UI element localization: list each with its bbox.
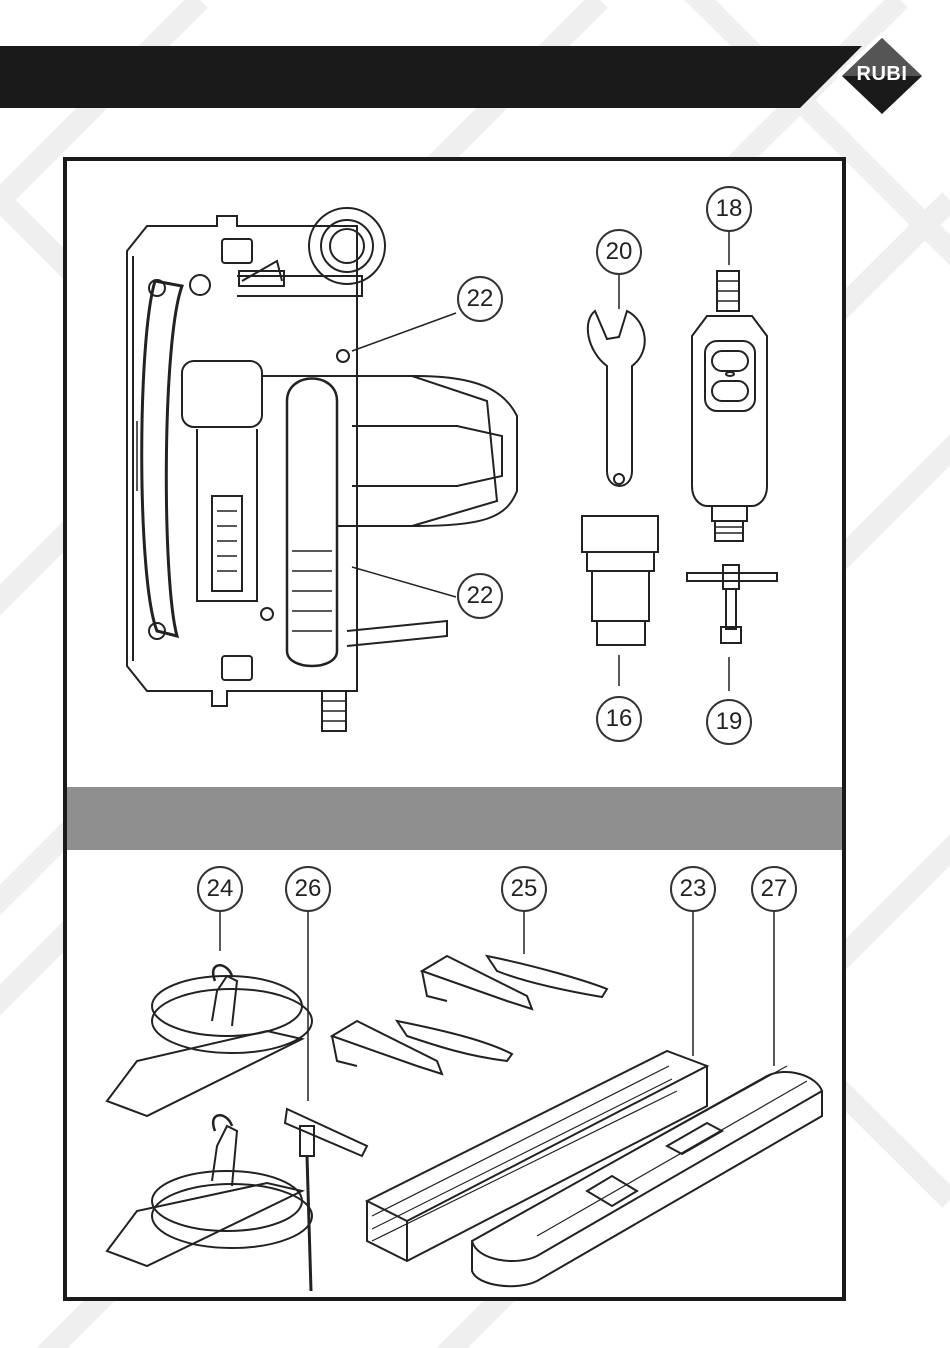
spanner-icon bbox=[588, 311, 645, 486]
suction-cup-icon bbox=[107, 965, 312, 1266]
hex-key-icon bbox=[285, 1109, 367, 1291]
callout-16: 16 bbox=[596, 696, 642, 742]
circular-saw-icon bbox=[127, 208, 517, 731]
guide-rail-icon bbox=[367, 1051, 707, 1261]
callout-22-upper: 22 bbox=[457, 276, 503, 322]
callout-24: 24 bbox=[197, 866, 243, 912]
callout-19: 19 bbox=[706, 699, 752, 745]
callout-22-lower: 22 bbox=[457, 573, 503, 619]
t-key-icon bbox=[687, 565, 777, 643]
callout-25: 25 bbox=[501, 866, 547, 912]
callout-26: 26 bbox=[285, 866, 331, 912]
callout-23: 23 bbox=[670, 866, 716, 912]
callout-18: 18 bbox=[706, 186, 752, 232]
callout-20: 20 bbox=[596, 229, 642, 275]
logo-text: RUBI bbox=[848, 63, 916, 86]
section-divider bbox=[67, 787, 842, 850]
remote-switch-icon bbox=[692, 271, 767, 541]
callout-27: 27 bbox=[751, 866, 797, 912]
rail-case-icon bbox=[472, 1066, 822, 1286]
header-banner bbox=[0, 0, 950, 120]
adapter-icon bbox=[582, 516, 658, 645]
clamp-icon bbox=[332, 956, 607, 1074]
diagram-frame: 22 22 20 18 16 19 24 26 25 23 27 bbox=[63, 157, 846, 1301]
